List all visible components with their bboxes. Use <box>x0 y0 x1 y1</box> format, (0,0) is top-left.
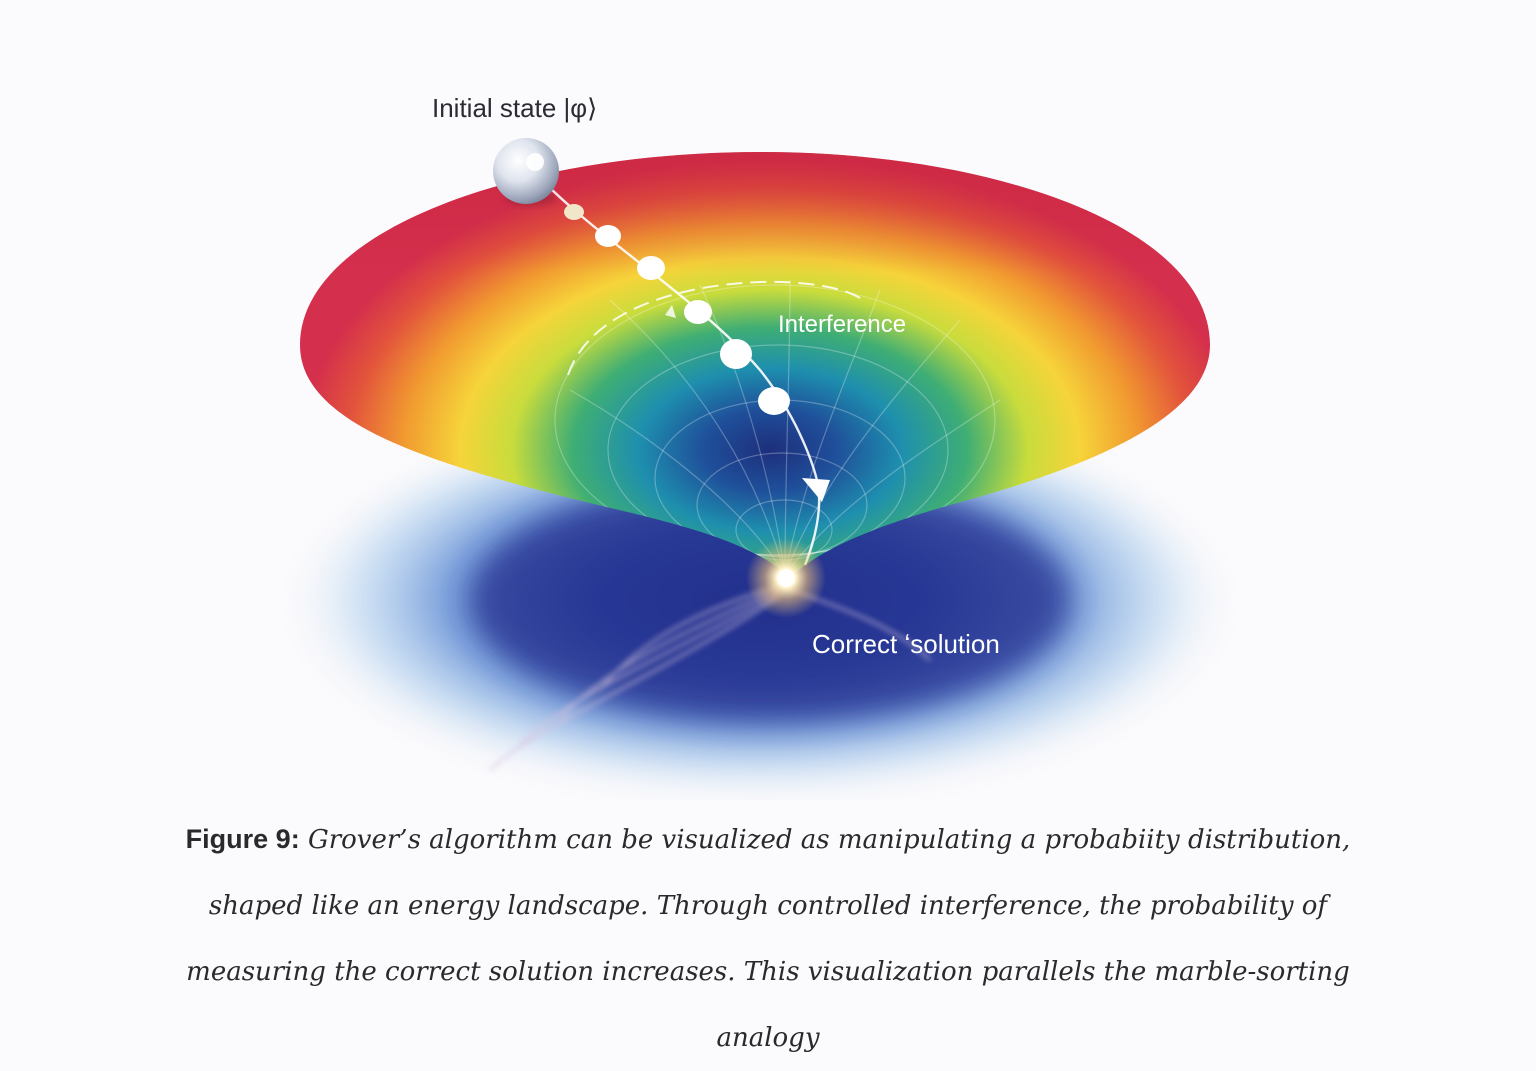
trajectory-dot <box>564 204 584 220</box>
interference-label: Interference <box>778 311 906 338</box>
trajectory-arrowhead <box>802 478 830 502</box>
marble <box>493 138 559 206</box>
trajectory-dot <box>758 387 790 415</box>
trajectory-dot <box>637 256 665 280</box>
energy-landscape-illustration: Initial state |φ⟩ Interference Correct ʻ… <box>290 93 1230 800</box>
interference-arrowhead <box>665 305 676 318</box>
figure-stage: Initial state |φ⟩ Interference Correct ʻ… <box>186 93 1351 1053</box>
trajectory-dot <box>720 339 752 369</box>
trajectory-dot <box>595 225 621 247</box>
ripple-lines <box>488 583 932 772</box>
caption-text: Grover’s algorithm can be visualized as … <box>186 825 1351 1053</box>
trajectory-dots <box>564 204 790 415</box>
figure-caption: Figure 9: Grover’s algorithm can be visu… <box>150 806 1386 1071</box>
caption-label: Figure 9: <box>185 824 300 854</box>
sphere-icon <box>493 138 559 204</box>
correct-solution-label: Correct ʻsolution <box>812 629 1000 659</box>
initial-state-label: Initial state |φ⟩ <box>432 93 597 123</box>
trajectory-dot <box>684 300 712 324</box>
interference-arc <box>567 280 861 376</box>
